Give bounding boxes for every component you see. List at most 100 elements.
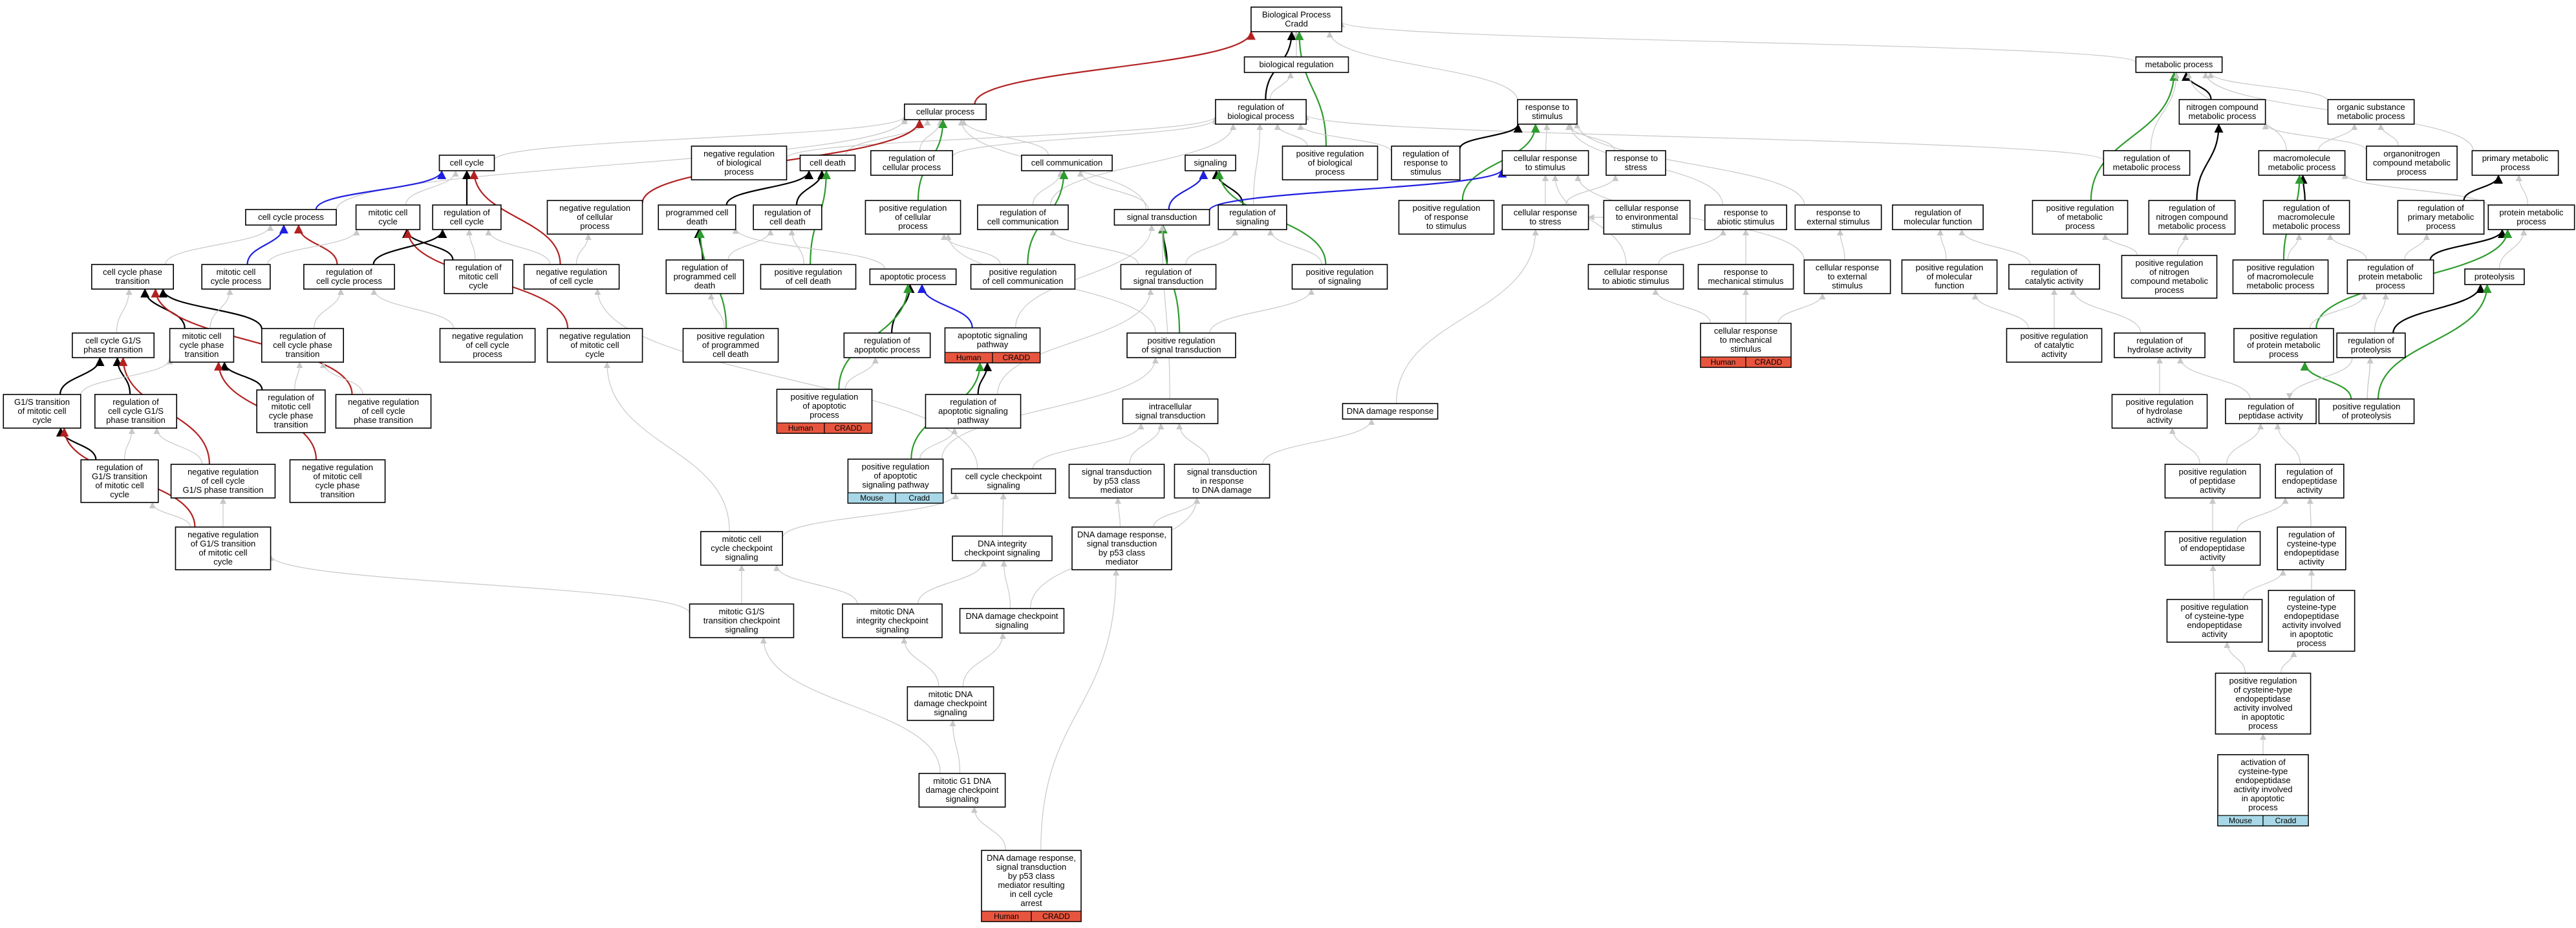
node-celldeath[interactable]: cell death [799,155,856,171]
node-dnadmgresp[interactable]: DNA damage response [1342,403,1439,420]
node-ccp[interactable]: cell cycle process [245,209,337,226]
node-sigtrans[interactable]: signal transduction [1113,209,1210,226]
node-regcys[interactable]: regulation ofcysteine-typeendopeptidasea… [2277,526,2346,570]
node-cellcycle[interactable]: cell cycle [438,155,495,171]
node-cellproc[interactable]: cellular process [904,103,987,120]
node-metab[interactable]: metabolic process [2135,56,2223,73]
node-bioreg[interactable]: biological regulation [1243,56,1349,73]
node-signaling[interactable]: signaling [1185,155,1236,171]
node-activ[interactable]: activation ofcysteine-typeendopeptidasea… [2217,754,2309,826]
node-dnadmgp53[interactable]: DNA damage response,signal transductionb… [1071,526,1172,570]
node-proteolysis[interactable]: proteolysis [2464,268,2525,285]
node-apop[interactable]: apoptotic process [869,268,957,285]
